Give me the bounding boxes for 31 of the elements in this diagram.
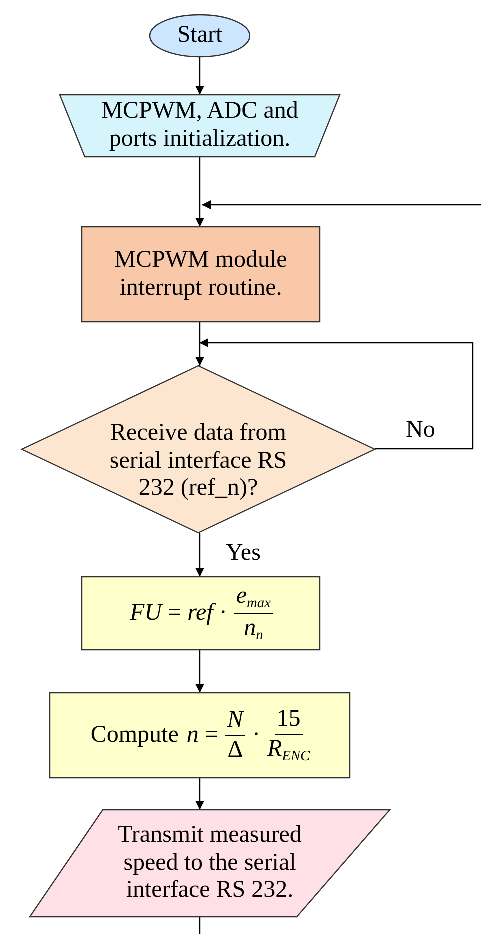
arrow — [196, 650, 204, 693]
node-label: MCPWM, ADC and ports initialization. — [100, 98, 300, 154]
fraction-denominator: R$_{ENC}$ — [267, 735, 310, 766]
initialization-trapezoid — [60, 95, 340, 157]
fraction-denominator: n$_{n}$ — [244, 614, 264, 645]
fraction-numerator: N — [225, 706, 246, 736]
start-terminal — [150, 15, 250, 57]
fraction-numerator: 15 — [274, 705, 303, 736]
node-label: Compute — [90, 722, 179, 750]
arrow — [200, 338, 474, 450]
arrow — [196, 157, 204, 227]
formula-text: FU = ref · — [130, 600, 228, 628]
arrow — [202, 200, 481, 210]
node-label: Transmit measured speed to the serial interface RS 232. — [117, 822, 303, 905]
fraction-numerator: e$_{max}$ — [234, 582, 273, 614]
formula-text: · — [252, 722, 260, 750]
arrow — [196, 322, 204, 366]
node-label: Start — [177, 22, 223, 50]
compute-box — [50, 693, 350, 778]
fraction-denominator: Δ — [228, 736, 244, 765]
connector-line — [199, 917, 201, 934]
node-label: Receive data from serial interface RS 232 (ref_n)? — [108, 420, 288, 503]
process-box — [82, 227, 320, 322]
arrow — [196, 57, 204, 95]
decision-diamond — [22, 366, 375, 533]
arrow — [196, 778, 204, 810]
formula-box — [82, 577, 320, 650]
formula-text: n = — [186, 722, 218, 750]
node-label: MCPWM module interrupt routine. — [114, 246, 288, 302]
arrow — [196, 533, 204, 577]
output-parallelogram — [30, 810, 390, 917]
